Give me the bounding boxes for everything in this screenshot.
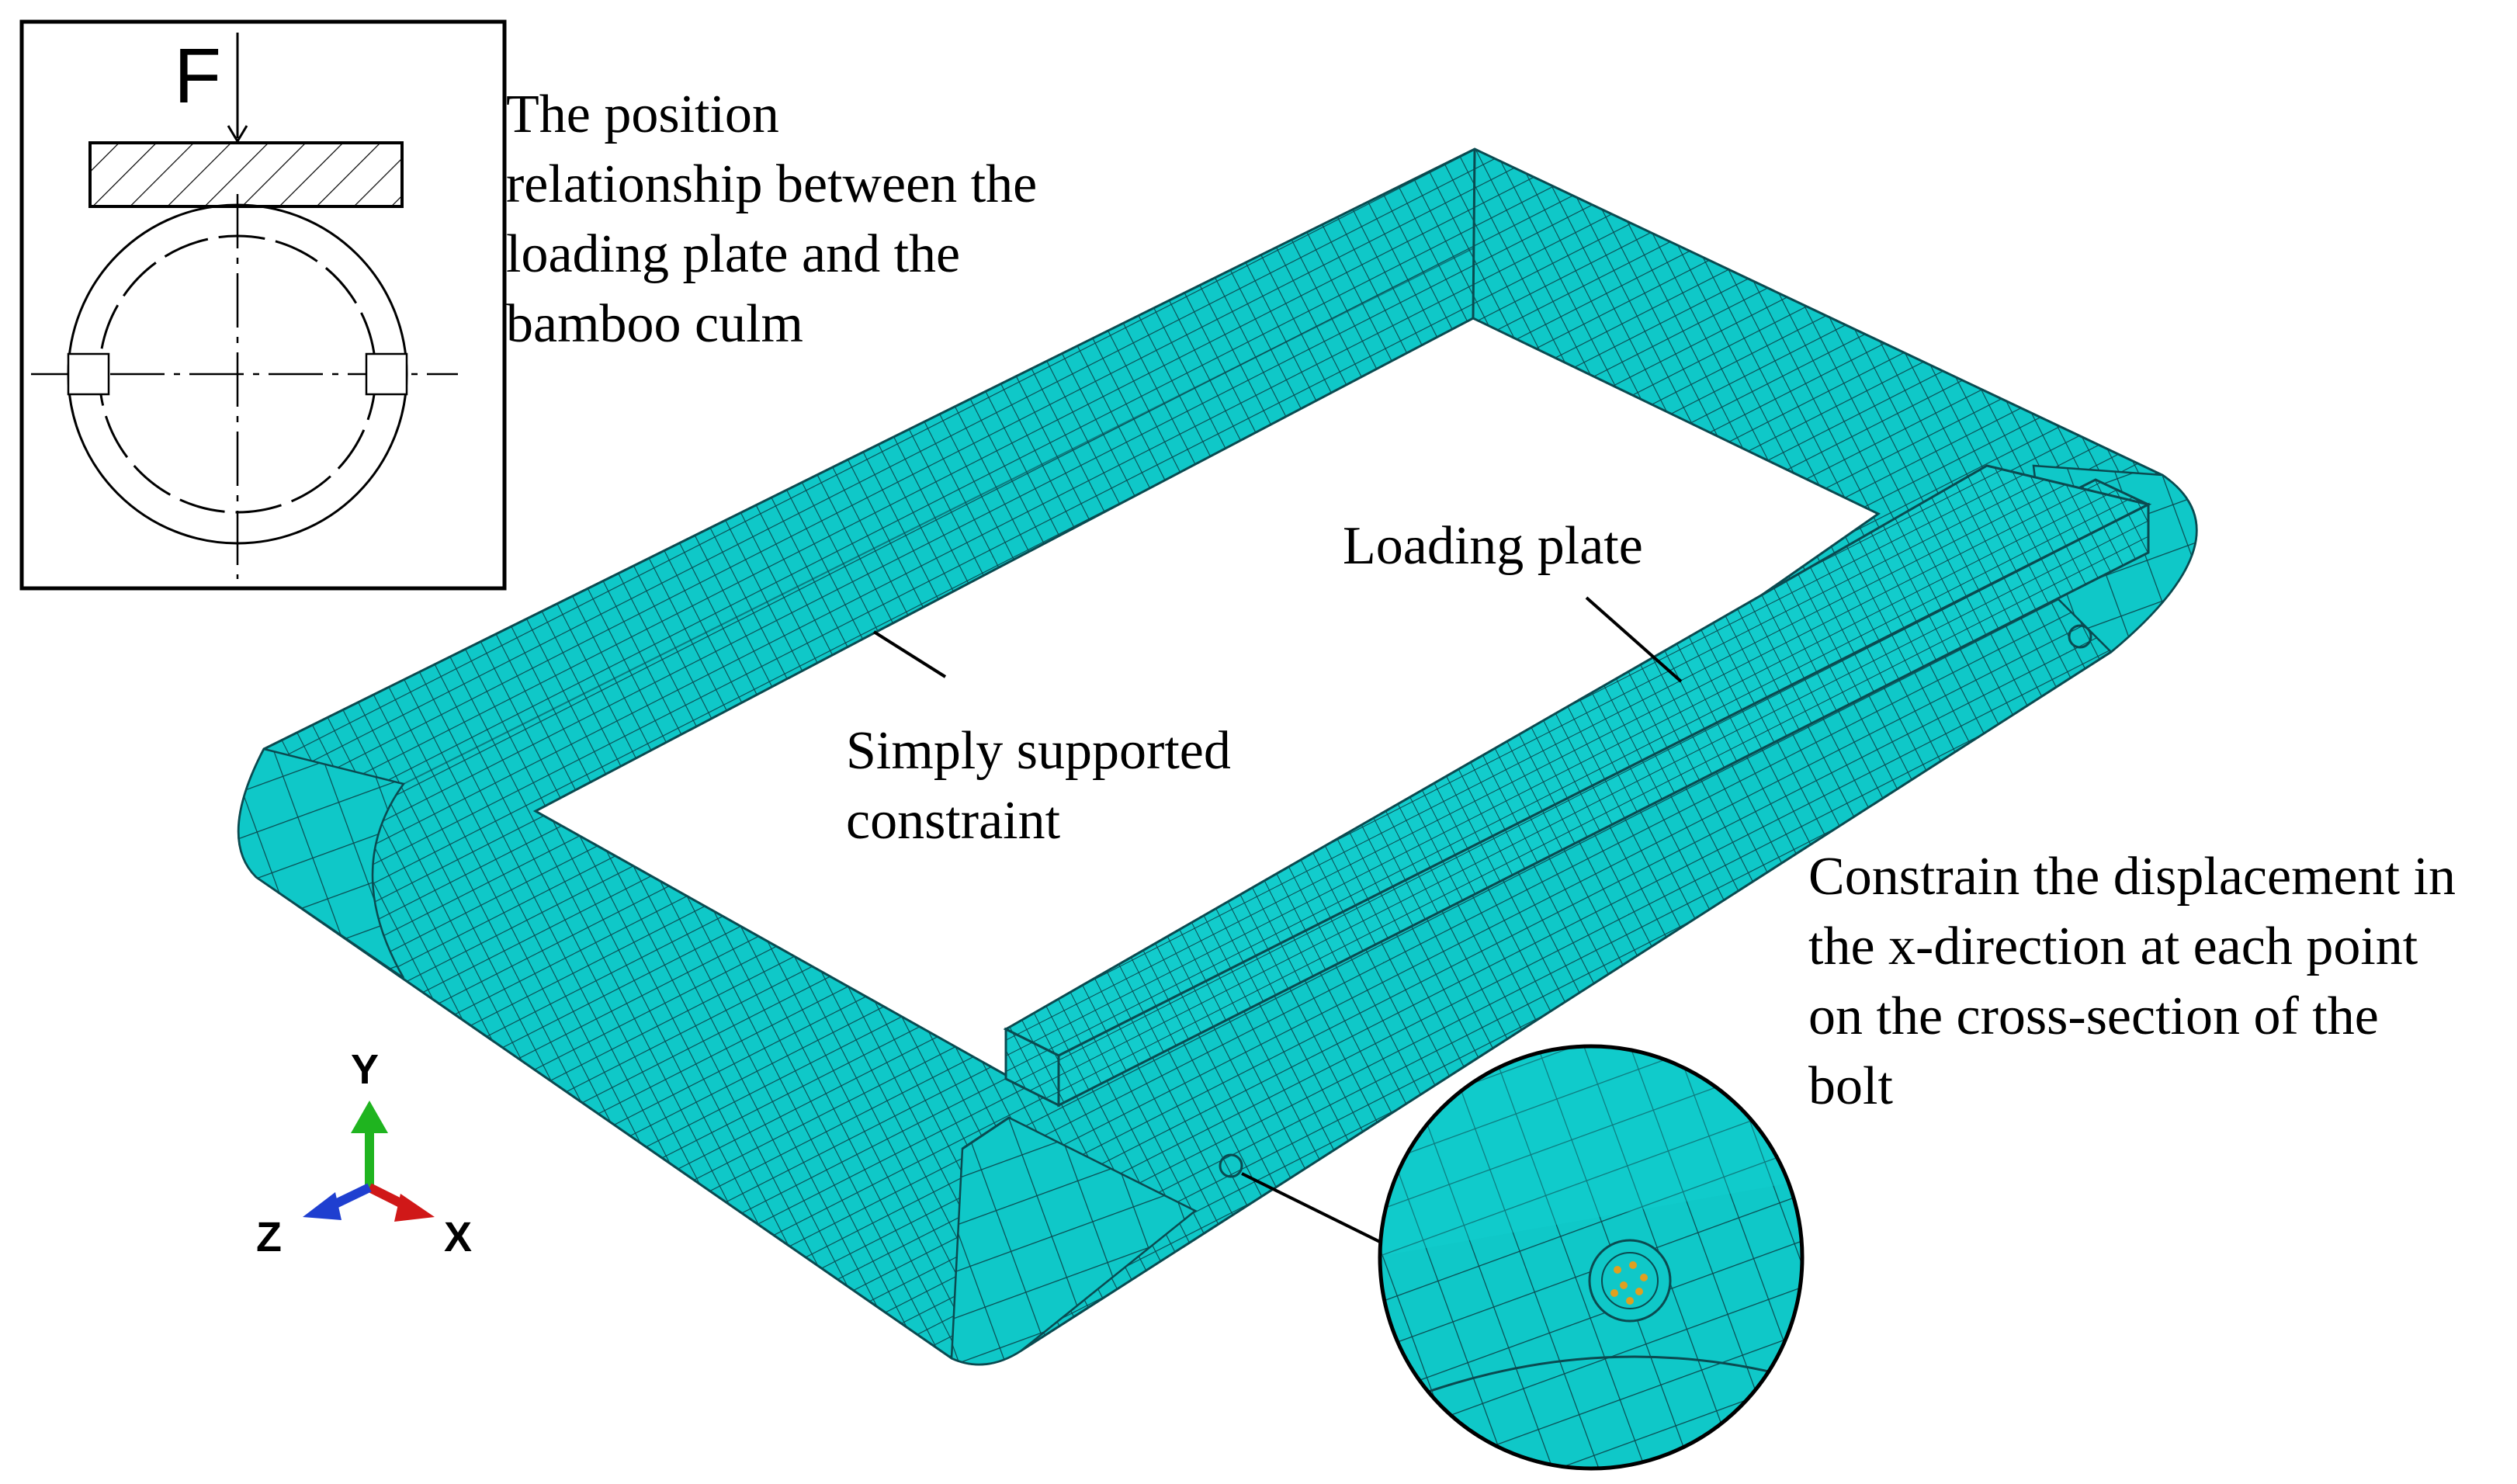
loading-plate-section <box>88 141 404 208</box>
loading-plate-leader <box>1585 596 1683 683</box>
position-label-line: relationship between the <box>506 154 1037 214</box>
z-axis-head <box>303 1192 341 1220</box>
position-label-line: The position <box>506 85 779 144</box>
constrain-label-line: on the cross-section of the <box>1808 986 2379 1046</box>
position-relationship-label: The position relationship between the lo… <box>506 85 1037 354</box>
constrain-displacement-label: Constrain the displacement in the x-dire… <box>1808 847 2456 1116</box>
force-label: F <box>174 33 221 120</box>
tube-crease <box>263 248 1474 785</box>
bolt-hole-marker <box>2068 624 2092 649</box>
x-axis-head <box>394 1194 435 1222</box>
simply-supported-leader <box>872 630 947 678</box>
plate-front-face <box>1057 502 2150 1108</box>
bolt-hole-right <box>365 352 408 396</box>
inset-frame <box>19 19 507 591</box>
loading-plate-label: Loading plate <box>1343 516 1643 576</box>
loading-plate <box>1003 464 2152 1108</box>
left-end-cap <box>237 747 406 980</box>
constrain-label-line: Constrain the displacement in <box>1808 847 2456 907</box>
simply-supported-line: Simply supported <box>846 721 1231 781</box>
zoom-leader-line <box>1241 1172 1384 1245</box>
y-axis-head <box>351 1101 388 1133</box>
zoom-frame <box>1378 1044 1805 1471</box>
bolt-zoom-detail <box>1241 1044 1805 1471</box>
bolt-hole-marker <box>1219 1153 1243 1178</box>
position-label-line: bamboo culm <box>506 294 803 354</box>
position-label-line: loading plate and the <box>506 224 960 284</box>
y-axis-label: Y <box>351 1046 379 1093</box>
bolt-hole-left <box>67 352 110 396</box>
tube-crease <box>962 1116 1010 1150</box>
simply-supported-label: Simply supported constraint <box>846 721 1231 851</box>
position-inset: F <box>19 19 507 591</box>
x-axis-label: X <box>444 1214 472 1260</box>
constrain-label-line: the x-direction at each point <box>1808 917 2418 976</box>
tube-crease <box>1472 148 1476 319</box>
axis-triad: Y Z X <box>256 1046 472 1260</box>
simply-supported-line: constraint <box>846 791 1061 851</box>
z-axis-label: Z <box>256 1214 282 1260</box>
front-corner-cap <box>950 1116 1198 1366</box>
constrain-label-line: bolt <box>1808 1056 1893 1116</box>
